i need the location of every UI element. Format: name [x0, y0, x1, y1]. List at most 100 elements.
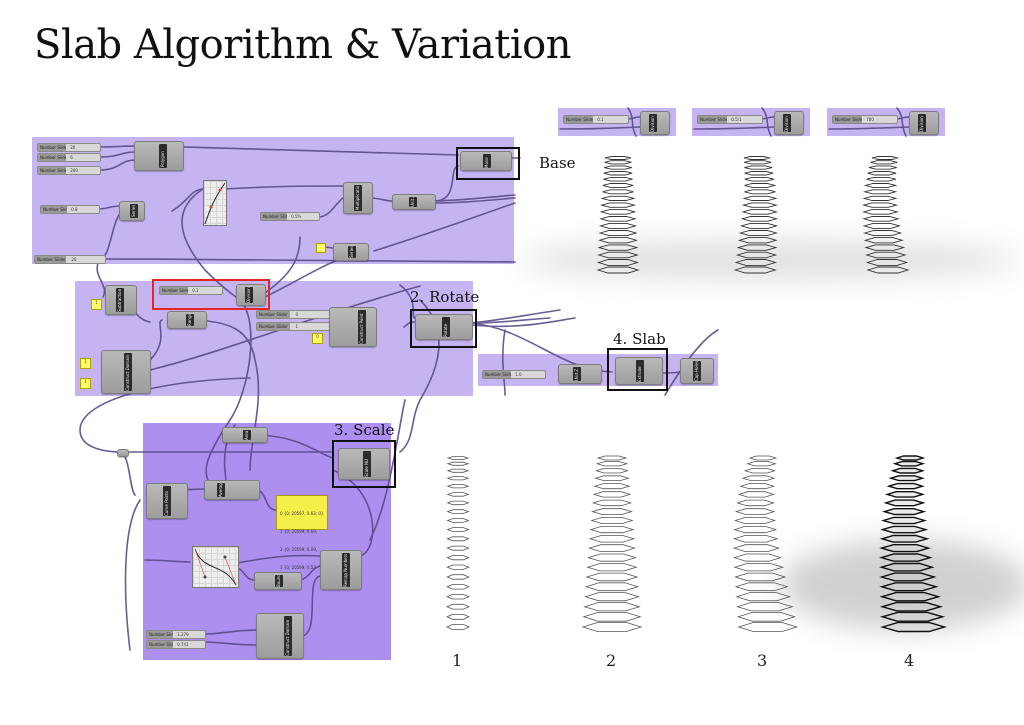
- rotate-component[interactable]: Rotate: [415, 314, 473, 340]
- slab-ring: [733, 563, 785, 572]
- series-component[interactable]: Series: [119, 201, 145, 221]
- number-slider[interactable]: Number Slider 20: [34, 255, 106, 264]
- slab-ring: [733, 266, 777, 274]
- slab-ring: [446, 461, 470, 466]
- constant-value[interactable]: 1: [80, 358, 91, 369]
- page-title: Slab Algorithm & Variation: [34, 22, 571, 68]
- slab-ring: [592, 491, 632, 498]
- curve-points-component[interactable]: Curve Points: [146, 483, 188, 519]
- slab-ring: [600, 195, 636, 201]
- slab-ring: [446, 484, 470, 489]
- slab-ring: [741, 475, 776, 482]
- bounds-component[interactable]: Bounds: [254, 572, 302, 590]
- division-component[interactable]: Division: [236, 284, 266, 306]
- slab-ring: [583, 602, 641, 612]
- slab-ring: [883, 499, 926, 507]
- number-slider[interactable]: Number Slider 0.5%: [260, 212, 320, 221]
- slab-ring: [748, 455, 778, 461]
- slab-ring: [446, 527, 470, 532]
- slab-ring: [446, 509, 470, 514]
- slab-ring: [596, 259, 640, 266]
- variation-slider-2[interactable]: Number Slider 0.5/1: [697, 115, 763, 124]
- polygon-component[interactable]: Polygon: [134, 141, 184, 171]
- extrude-component[interactable]: Extrude: [615, 357, 663, 385]
- slab-ring: [863, 183, 898, 188]
- multiplication-component[interactable]: Multiplication: [343, 182, 373, 214]
- slab-ring: [602, 183, 634, 188]
- unit-z-component[interactable]: Unit Z: [392, 194, 436, 210]
- slab-ring: [863, 230, 903, 237]
- variation-slider-1[interactable]: Number Slider 0.1: [563, 115, 629, 124]
- slab-ring: [602, 189, 634, 195]
- slab-ring: [737, 491, 775, 498]
- slab-highlight-box: [607, 348, 668, 391]
- slab-ring: [866, 176, 896, 182]
- division-component[interactable]: Division: [640, 111, 670, 135]
- slab-ring: [734, 508, 776, 515]
- slab-ring: [585, 572, 639, 582]
- division-highlight-box: [152, 279, 270, 310]
- slab-ring: [603, 176, 633, 182]
- cap-holes-component[interactable]: Cap Holes: [680, 358, 714, 384]
- variant-number-1: 1: [452, 651, 463, 670]
- slab-ring: [861, 209, 899, 215]
- slab-ring: [587, 544, 637, 552]
- slab-ring: [742, 195, 778, 201]
- slab-ring: [743, 156, 771, 160]
- slab-ring: [597, 237, 639, 244]
- graph-mapper[interactable]: [192, 546, 239, 588]
- slab-ring: [446, 555, 470, 561]
- slab-ring: [879, 611, 946, 622]
- number-slider[interactable]: Number Slider 20: [37, 143, 101, 152]
- number-slider[interactable]: Number Slider 200: [37, 166, 101, 175]
- slab-ring: [446, 594, 470, 600]
- slab-ring: [886, 482, 925, 490]
- slab-ring: [599, 216, 637, 222]
- scale-highlight-box: [332, 440, 396, 488]
- slab-ring: [586, 563, 638, 572]
- constant-value[interactable]: 1: [80, 378, 91, 389]
- relay-node[interactable]: [117, 449, 129, 457]
- number-slider[interactable]: Number Slider 0.741: [146, 640, 206, 649]
- ground-shadow: [780, 540, 1024, 630]
- remap-numbers-component[interactable]: Remap Numbers: [320, 550, 362, 590]
- area-component[interactable]: Area: [222, 427, 268, 443]
- construct-point-component[interactable]: Construct Point: [329, 307, 377, 347]
- output-panel[interactable]: 0 {0; 20597, 0.63; 0} 1 {0; 20599; 0.69;…: [276, 495, 328, 570]
- constant-value[interactable]: 1: [91, 299, 102, 310]
- slab-ring: [738, 230, 778, 237]
- slab-ring: [879, 601, 944, 612]
- slab-ring: [894, 455, 926, 461]
- slab-ring: [737, 622, 799, 632]
- slab-ring: [598, 222, 638, 229]
- number-slider[interactable]: Number Slider 0.1: [159, 286, 223, 295]
- graph-curve-icon: [194, 548, 237, 586]
- subtraction-component[interactable]: Subtraction: [105, 285, 137, 315]
- slab-ring: [581, 622, 643, 632]
- graph-mapper[interactable]: [203, 180, 227, 226]
- slab-ring: [879, 534, 930, 543]
- series-component[interactable]: Series: [333, 243, 369, 261]
- unit-z-component[interactable]: Unit Z: [558, 364, 602, 384]
- slab-ring: [862, 222, 901, 229]
- average-component[interactable]: Average: [204, 480, 260, 500]
- division-component[interactable]: Division: [909, 111, 939, 135]
- slab-ring: [863, 237, 904, 244]
- slab-ring: [733, 517, 777, 524]
- number-slider[interactable]: Number Slider 0.8: [40, 205, 100, 214]
- slab-ring: [864, 244, 906, 251]
- move-component[interactable]: Move: [460, 151, 512, 171]
- number-slider[interactable]: Number Slider 1.0: [482, 370, 546, 379]
- number-slider[interactable]: Number Slider 6: [37, 153, 101, 162]
- scale-nu-component[interactable]: Scale NU: [338, 448, 390, 480]
- construct-domain-component[interactable]: Construct Domain: [256, 613, 304, 659]
- range-component[interactable]: Range: [167, 311, 207, 329]
- constant-value[interactable]: [316, 243, 326, 253]
- slab-ring: [733, 553, 782, 562]
- construct-domain-component[interactable]: Construct Domain: [101, 350, 151, 394]
- constant-value[interactable]: 0: [312, 333, 323, 344]
- slab-ring: [736, 602, 794, 612]
- variation-slider-3[interactable]: Number Slider 700: [832, 115, 898, 124]
- number-slider[interactable]: Number Slider 1.279: [146, 630, 206, 639]
- division-component[interactable]: Division: [774, 111, 804, 135]
